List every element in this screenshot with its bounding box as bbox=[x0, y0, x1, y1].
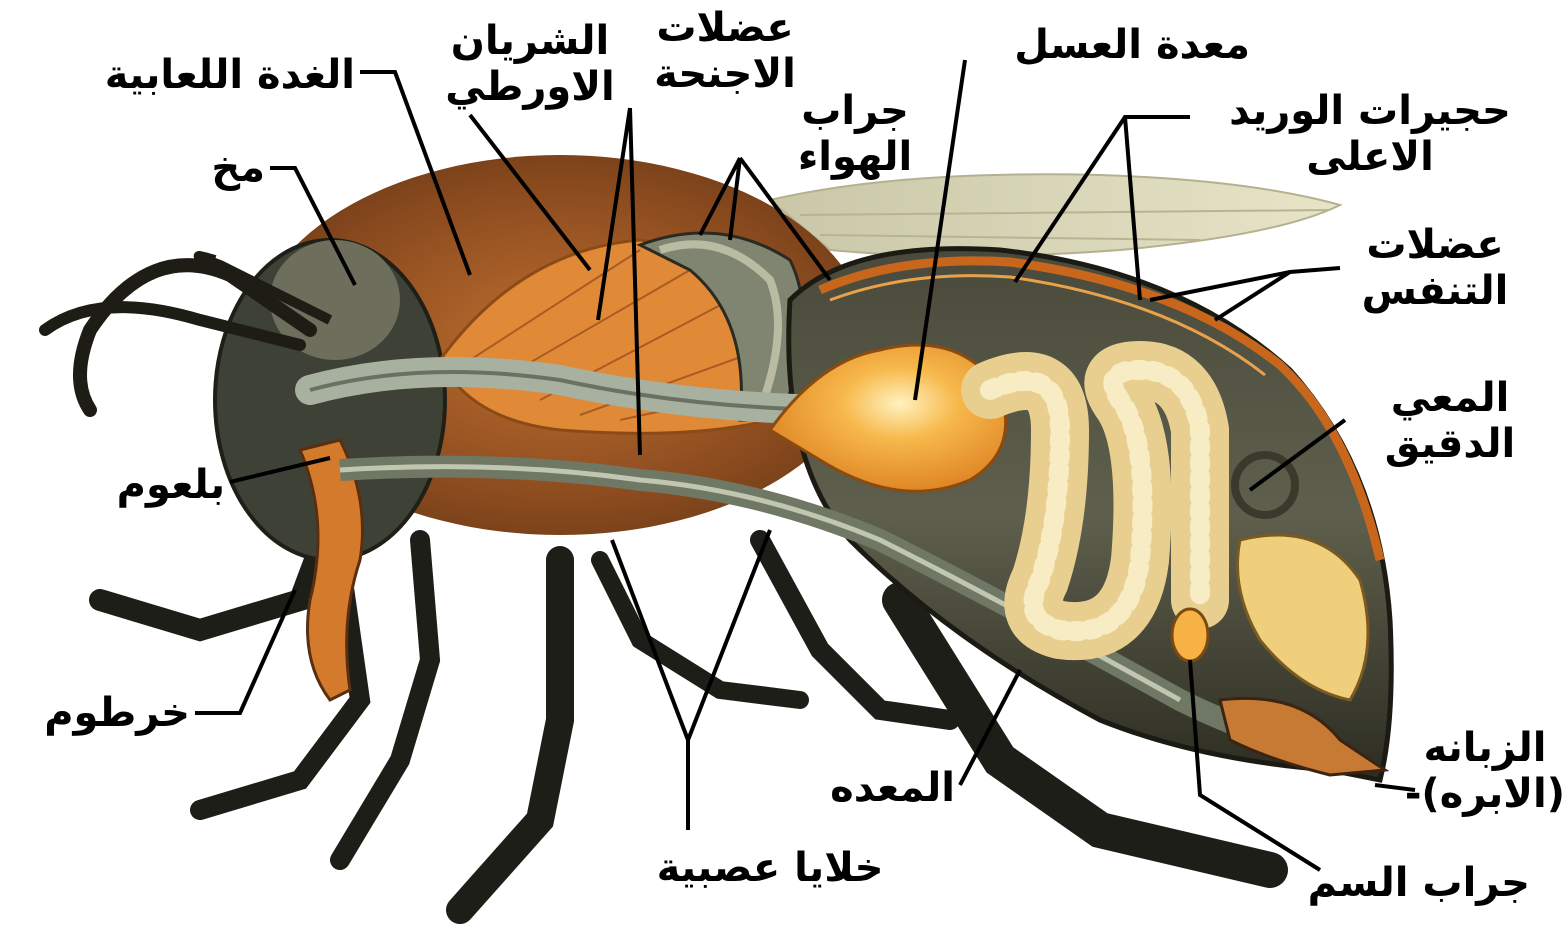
label-pharynx: بلعوم bbox=[75, 462, 225, 508]
label-brain: مخ bbox=[175, 145, 265, 191]
label-salivary-gland: الغدة اللعابية bbox=[85, 52, 355, 98]
label-stomach: المعده bbox=[795, 765, 955, 811]
label-honey-stomach: معدة العسل bbox=[965, 22, 1250, 68]
label-venom-sac: جراب السم bbox=[1300, 860, 1530, 906]
label-nerve-cells: خلايا عصبية bbox=[630, 845, 910, 891]
label-stinger: الزبانه(الابره)- bbox=[1405, 725, 1565, 817]
label-proboscis: خرطوم bbox=[35, 690, 190, 736]
